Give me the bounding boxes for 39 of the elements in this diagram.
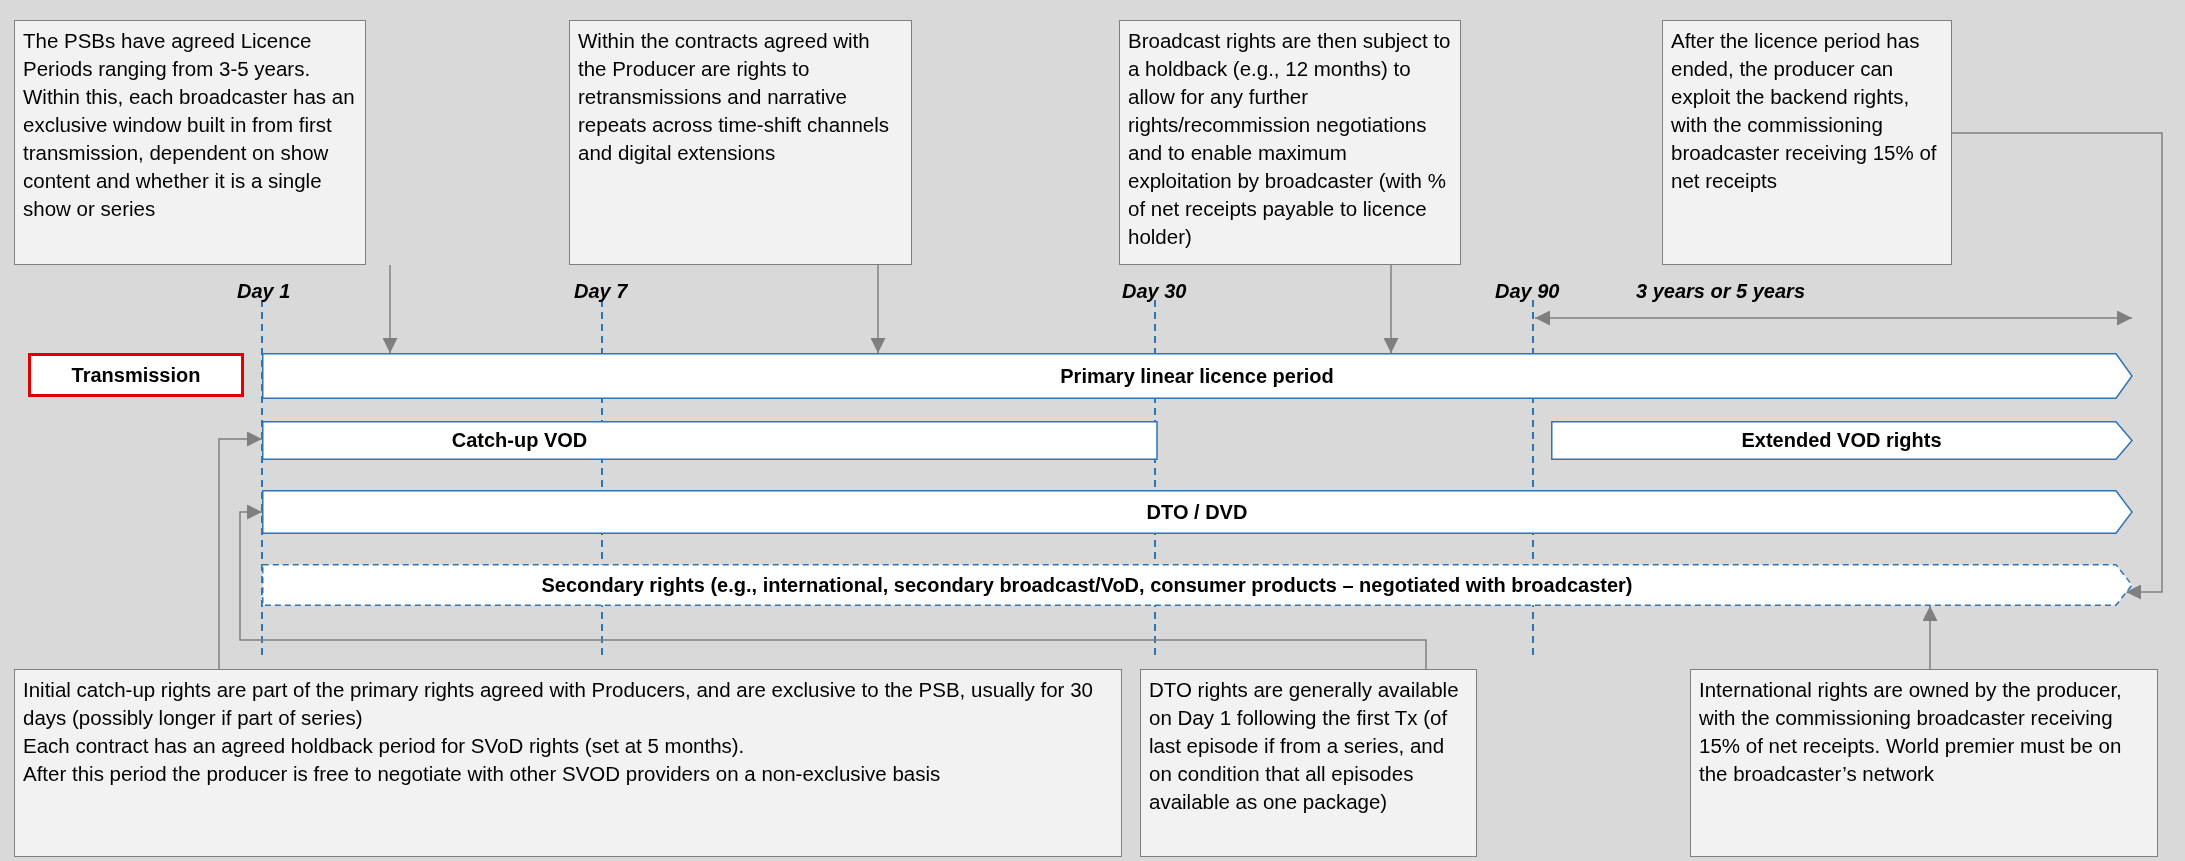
callout-box	[1690, 669, 2158, 857]
bar-label: Secondary rights (e.g., international, secondary broadcast/VoD, consumer products – negotiated with broadcaster)	[541, 573, 1633, 597]
bar-label: Extended VOD rights	[1741, 429, 1942, 452]
callout-box	[1140, 669, 1477, 857]
arrow	[870, 264, 886, 354]
timeline-label: 3 years or 5 years	[1636, 280, 1806, 303]
start-box	[28, 353, 244, 397]
callout-text: Within the contracts agreed with the Producer are rights to retransmissions and narrative repeats across time-shift channels and digital extensions	[578, 28, 891, 166]
arrow	[218, 431, 263, 670]
arrow	[1383, 264, 1399, 354]
arrow-bar	[1551, 421, 2132, 460]
callout-text: After this period the producer is free to negotiate with other SVOD providers on a non-exclusive basis	[23, 761, 942, 787]
arrow	[382, 264, 398, 354]
callout-text: The PSBs have agreed Licence Periods ranging from 3-5 years. Within this, each broadcaster has an exclusive window built in from first transmission, dependent on show content and whether it is a single show or series	[23, 28, 356, 222]
timeline-label: Day 7	[574, 280, 628, 303]
callout-box	[14, 20, 366, 265]
callout-box	[14, 669, 1122, 857]
arrow-bar	[262, 353, 2132, 399]
arrow-bar	[262, 564, 2132, 606]
arrow	[1922, 605, 1938, 670]
callout-text: Broadcast rights are then subject to a holdback (e.g., 12 months) to allow for any further rights/recommission negotiations and to enable maximum exploitation by broadcaster (with % of net receipts payable to licence holder)	[1128, 28, 1452, 250]
bar-label: Catch-up VOD	[451, 429, 588, 452]
callout-text: International rights are owned by the producer, with the commissioning broadcaster receiving 15% of net receipts. World premier must be on the broadcaster’s network	[1699, 677, 2123, 787]
arrow	[1951, 132, 2163, 600]
callout-box	[1662, 20, 1952, 265]
period-bar	[262, 421, 1157, 460]
callout-text: Initial catch-up rights are part of the primary rights agreed with Producers, and are exclusive to the PSB, usually for 30 days (possibly longer if part of series)	[23, 677, 1094, 731]
timeline-label: Day 30	[1122, 280, 1187, 303]
callout-box	[569, 20, 912, 265]
timeline-label: Day 90	[1495, 280, 1560, 303]
arrow-bar	[262, 490, 2132, 534]
callout-text: After the licence period has ended, the producer can exploit the backend rights, with the commissioning broadcaster receiving 15% of net receipts	[1671, 28, 1938, 194]
callout-text: Each contract has an agreed holdback period for SVoD rights (set at 5 months).	[23, 733, 746, 759]
start-label: Transmission	[71, 363, 201, 387]
bar-label: Primary linear licence period	[1060, 364, 1334, 388]
arrow	[239, 504, 1427, 670]
timeline-label: Day 1	[237, 280, 291, 303]
callout-text: DTO rights are generally available on Day 1 following the first Tx (of last episode if from a series, and on condition that all episodes available as one package)	[1149, 677, 1460, 815]
bar-label: DTO / DVD	[1146, 500, 1248, 524]
